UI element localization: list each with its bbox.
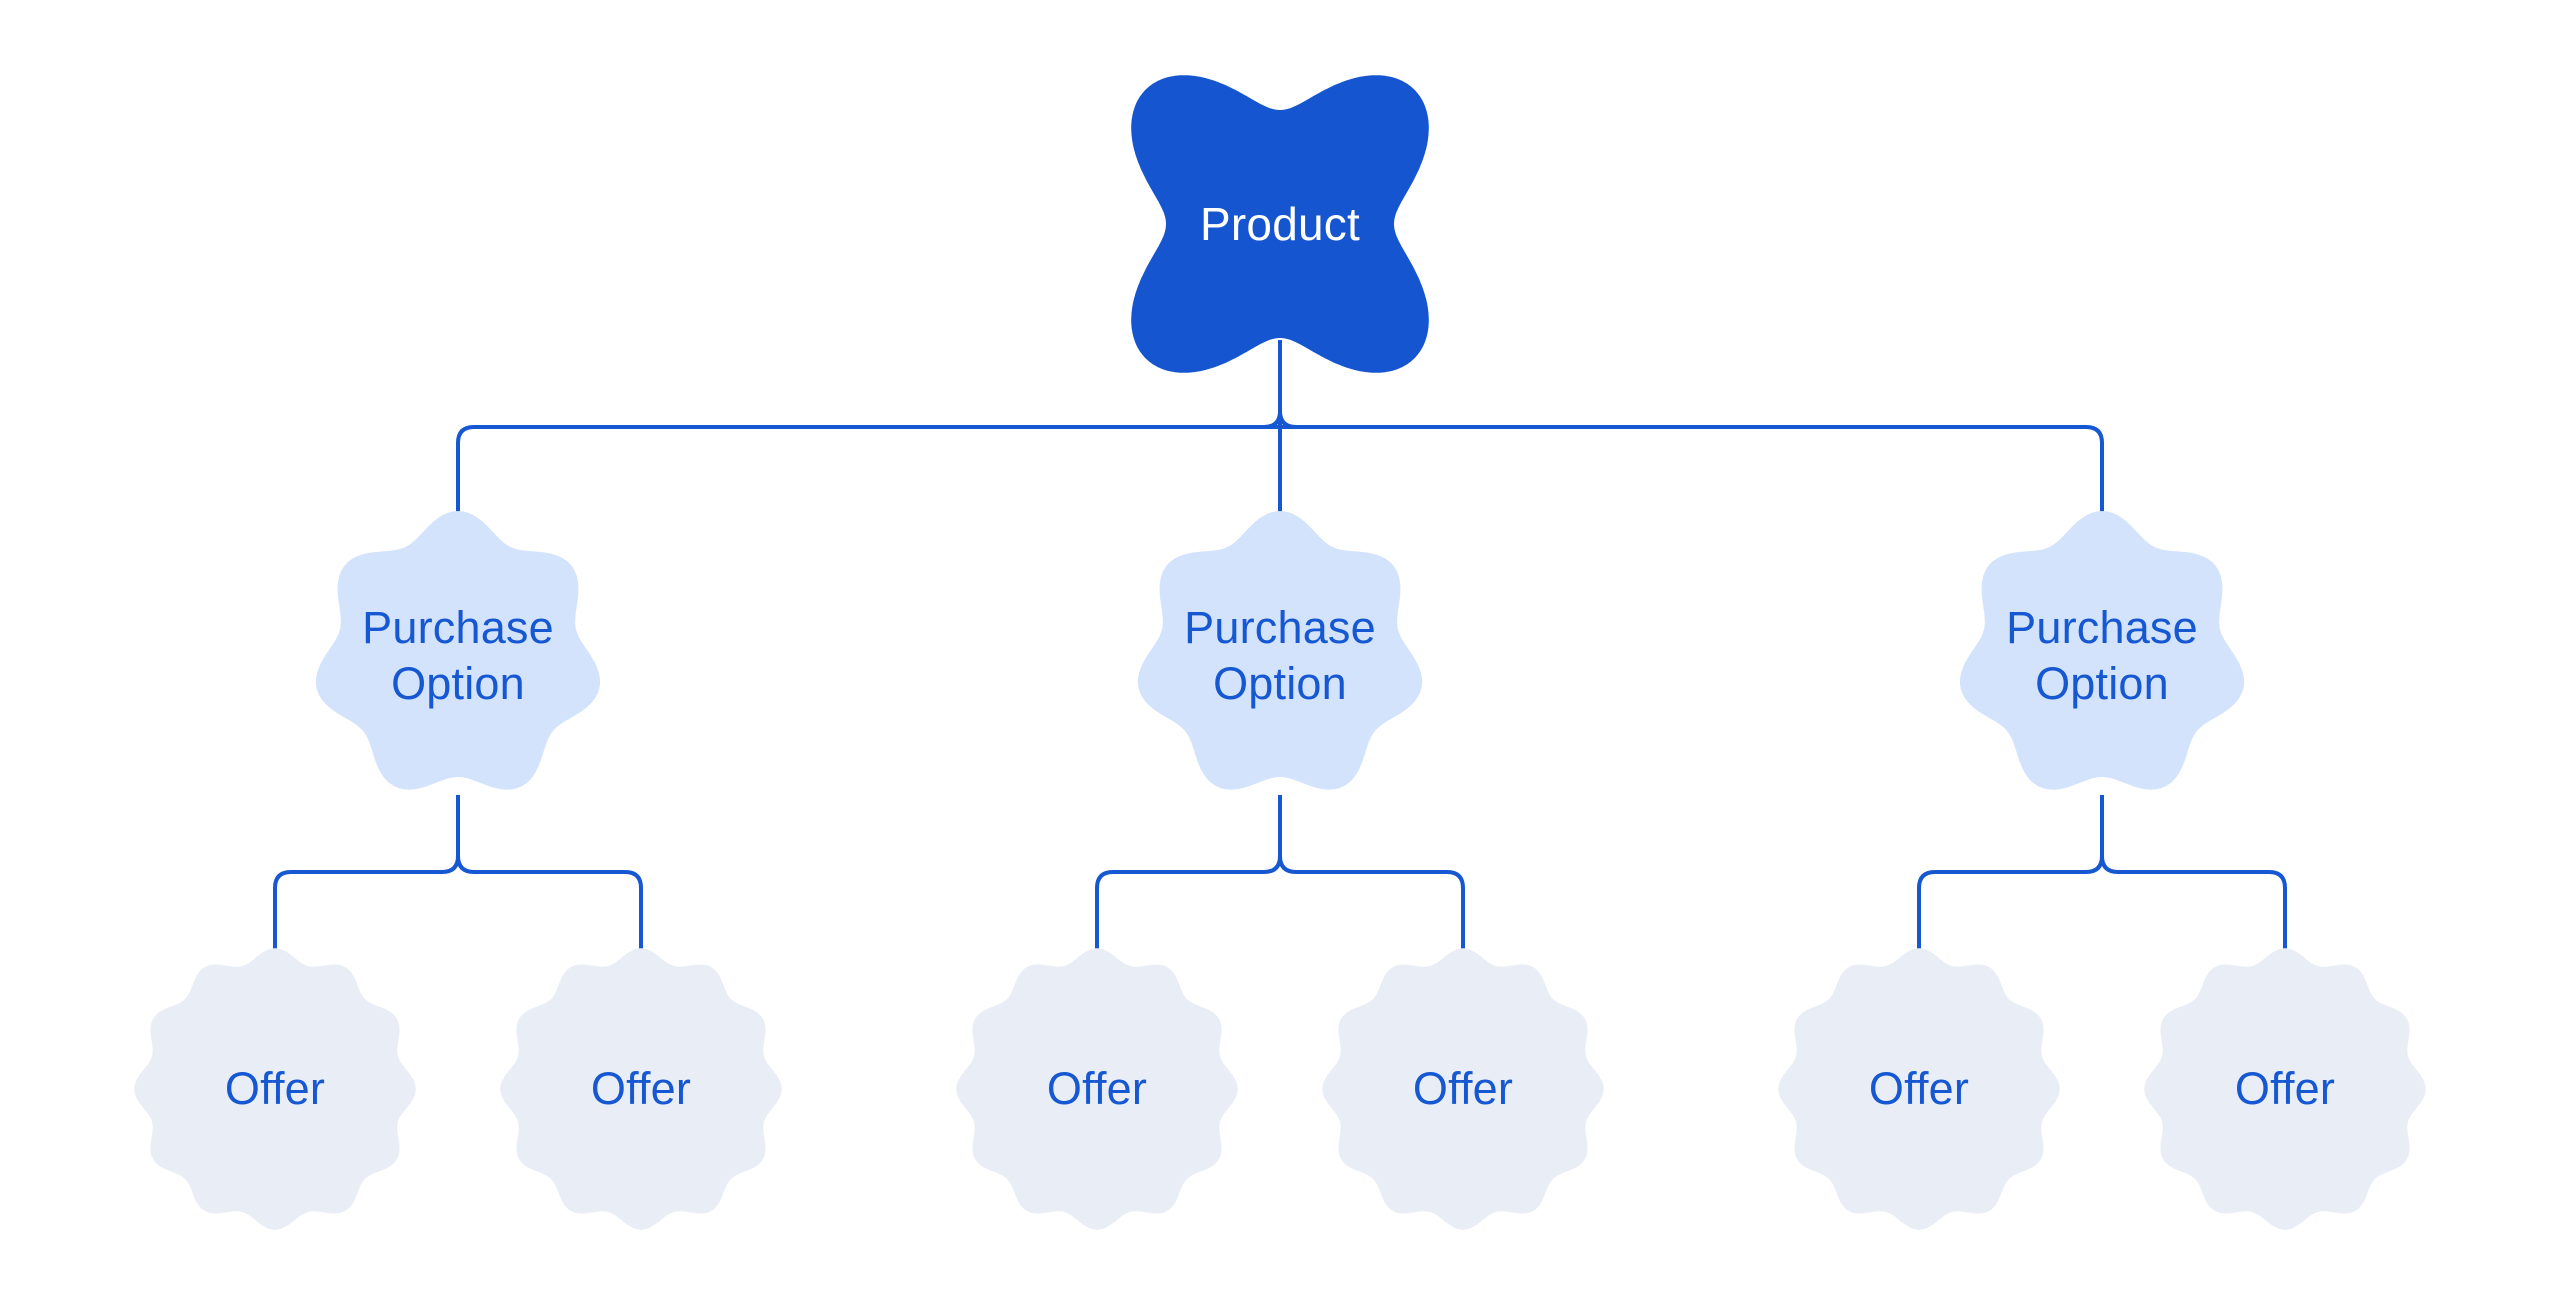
- group2-branch-left: [1095, 795, 1282, 950]
- offer-scallop-shape: [1778, 948, 2060, 1230]
- group3-branch-right: [2100, 795, 2287, 950]
- product-node: Product: [1080, 24, 1480, 424]
- offer-node-2b: Offer: [1303, 929, 1623, 1249]
- offer-label: Offer: [1046, 1063, 1148, 1114]
- offer-node-1a: Offer: [115, 929, 435, 1249]
- purchase-option-label: Purchase Option: [362, 602, 554, 709]
- offer-label: Offer: [590, 1063, 692, 1114]
- group1-branch-left: [273, 795, 460, 950]
- purchase-option-label: Purchase Option: [2006, 602, 2198, 709]
- offer-scallop-shape: [134, 948, 416, 1230]
- offer-scallop-shape: [500, 948, 782, 1230]
- level1-fillet-right: [1278, 410, 1297, 429]
- offer-label: Offer: [1868, 1063, 1970, 1114]
- product-label: Product: [1200, 198, 1360, 250]
- purchase-cloud-shape: [1959, 511, 2245, 790]
- offer-label: Offer: [2234, 1063, 2336, 1114]
- purchase-option-node-2: Purchase Option: [1120, 496, 1440, 816]
- purchase-cloud-shape: [1137, 511, 1423, 790]
- offer-scallop-shape: [2144, 948, 2426, 1230]
- offer-node-3b: Offer: [2125, 929, 2445, 1249]
- product-blob-shape: [1131, 75, 1429, 373]
- purchase-option-label: Purchase Option: [1184, 602, 1376, 709]
- group2-branch-right: [1278, 795, 1465, 950]
- offer-node-2a: Offer: [937, 929, 1257, 1249]
- offer-label: Offer: [224, 1063, 326, 1114]
- offer-scallop-shape: [1322, 948, 1604, 1230]
- offer-node-1b: Offer: [481, 929, 801, 1249]
- offer-node-3a: Offer: [1759, 929, 2079, 1249]
- group3-branch-left: [1917, 795, 2104, 950]
- offer-scallop-shape: [956, 948, 1238, 1230]
- offer-label: Offer: [1412, 1063, 1514, 1114]
- purchase-cloud-shape: [315, 511, 601, 790]
- group1-branch-right: [456, 795, 643, 950]
- purchase-option-node-1: Purchase Option: [298, 496, 618, 816]
- purchase-option-node-3: Purchase Option: [1942, 496, 2262, 816]
